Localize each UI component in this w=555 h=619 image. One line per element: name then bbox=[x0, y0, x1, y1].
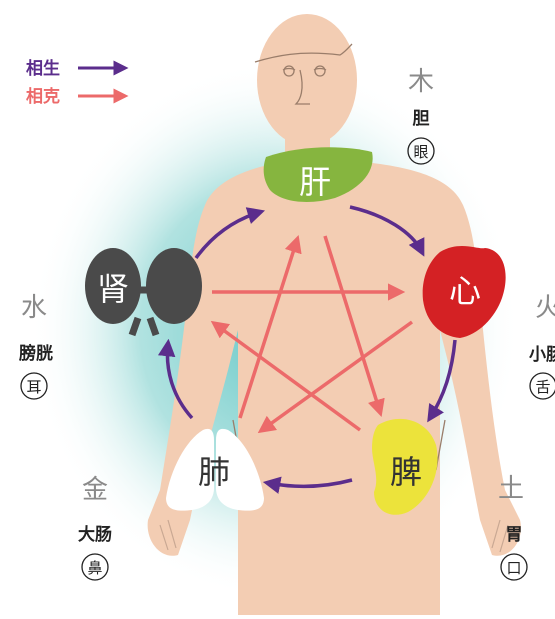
wood-fu-label: 胆 bbox=[413, 109, 430, 129]
metal-element-label: 金 bbox=[82, 475, 108, 505]
metal-group: 金 大肠 鼻 bbox=[78, 475, 112, 580]
fire-element-label: 火 bbox=[535, 293, 555, 323]
water-fu-label: 膀胱 bbox=[19, 343, 53, 364]
liver-label: 肝 bbox=[299, 163, 331, 201]
lung-label: 肺 bbox=[198, 453, 230, 491]
fire-fu-label: 小肠 bbox=[529, 345, 555, 365]
spleen-label: 脾 bbox=[390, 453, 422, 491]
metal-sense-label: 鼻 bbox=[87, 559, 102, 577]
legend-generating-label: 相生 bbox=[26, 58, 60, 79]
heart-label: 心 bbox=[449, 272, 481, 310]
wood-element-label: 木 bbox=[408, 67, 434, 97]
earth-sense-label: 口 bbox=[506, 559, 521, 577]
legend-controlling-label: 相克 bbox=[26, 86, 60, 107]
fire-sense-label: 舌 bbox=[535, 378, 550, 396]
water-element-label: 水 bbox=[21, 293, 47, 323]
water-sense-label: 耳 bbox=[26, 378, 41, 396]
earth-element-label: 土 bbox=[498, 474, 524, 504]
wood-sense-label: 眼 bbox=[413, 143, 428, 161]
earth-fu-label: 胃 bbox=[506, 525, 523, 545]
metal-fu-label: 大肠 bbox=[78, 524, 112, 545]
legend: 相生 相克 bbox=[26, 58, 124, 107]
kidney-right-shape bbox=[146, 248, 202, 324]
kidney-label: 肾 bbox=[97, 270, 129, 308]
fire-group: 火 小肠 舌 bbox=[529, 293, 555, 399]
